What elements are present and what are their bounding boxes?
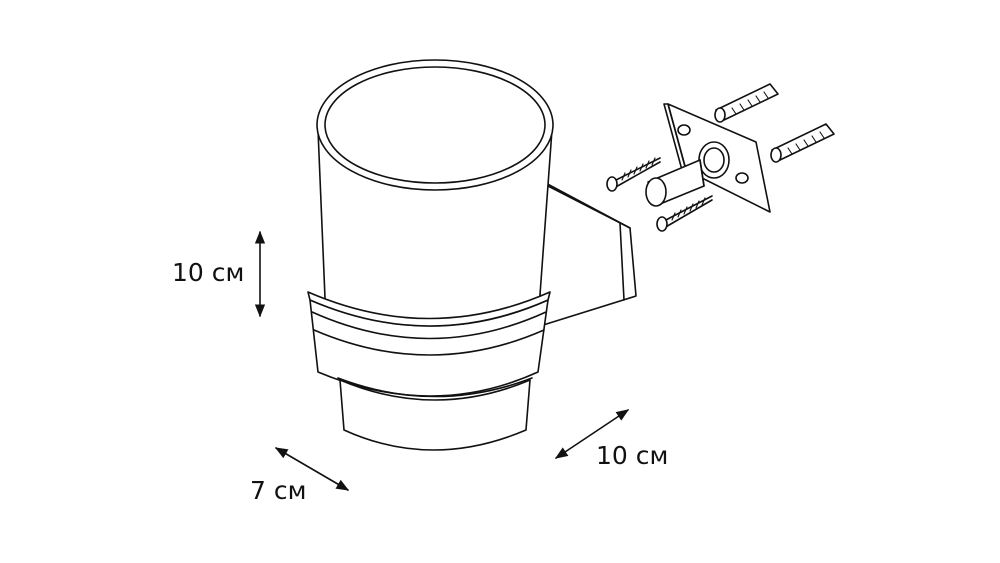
mount-cap <box>645 177 667 207</box>
depth-dimension-arrow <box>554 409 630 459</box>
width-dimension-arrow <box>274 447 350 491</box>
wall-bracket <box>539 179 637 327</box>
plate-hole-bottom <box>735 172 749 184</box>
wall-plug-lower <box>770 123 835 163</box>
glass-tumbler <box>316 59 554 348</box>
wall-plug-upper <box>714 83 779 123</box>
wall-mount-plate <box>645 103 771 213</box>
holder-base <box>337 377 533 451</box>
plate-hole-top <box>677 124 691 136</box>
width-label: 7 см <box>250 476 307 505</box>
height-label: 10 см <box>172 258 245 287</box>
screw-upper <box>606 157 661 192</box>
depth-label: 10 см <box>596 441 669 470</box>
screw-lower <box>656 195 713 232</box>
holder-ring <box>307 291 551 397</box>
